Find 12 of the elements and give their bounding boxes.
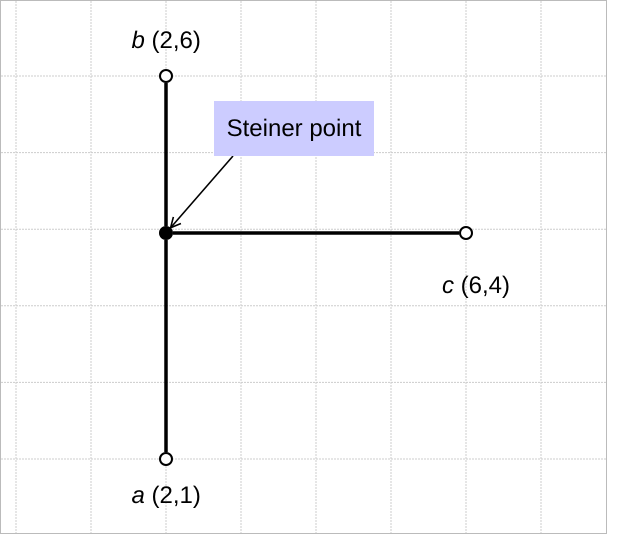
tree-edge (164, 240, 168, 452)
endpoint-circle (159, 69, 173, 83)
tree-edge (164, 83, 168, 226)
tree-edge (173, 231, 459, 235)
point-label: b (2,6) (132, 27, 201, 55)
point-label: a (2,1) (132, 482, 201, 510)
point-label: c (6,4) (442, 272, 510, 300)
leader-arrow (170, 155, 234, 229)
steiner-point-dot (159, 226, 173, 240)
endpoint-circle (459, 226, 473, 240)
callout-label: Steiner point (214, 101, 374, 156)
endpoint-circle (159, 452, 173, 466)
